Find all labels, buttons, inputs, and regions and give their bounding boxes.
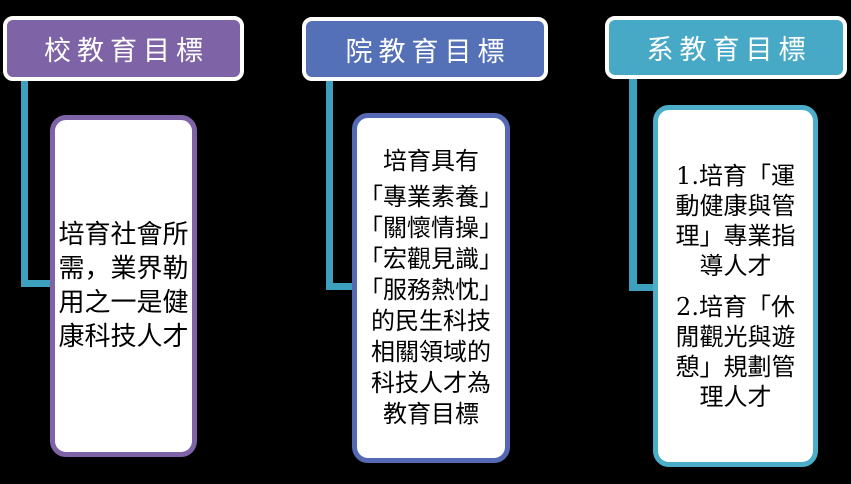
school-connector-horizontal-segment: [21, 280, 53, 287]
body-text-line: 培育具有: [383, 147, 479, 175]
body-text-line: 「關懷情操」: [359, 214, 503, 242]
department-header-box: 系教育目標: [605, 16, 847, 79]
body-text-line: 理人才: [699, 382, 772, 411]
body-text-line: 需，業界勒: [58, 254, 189, 284]
body-text-line: 「服務熱忱」: [359, 276, 503, 304]
school-body-box: 培育社會所 需，業界勒 用之一是健 康科技人才: [50, 115, 197, 457]
body-text-line: 2.培育「休: [676, 292, 795, 321]
body-text-line: 憩」規劃管: [675, 352, 796, 381]
body-text-line: 相關領域的: [371, 338, 491, 366]
body-text-line: 動健康與管: [675, 191, 796, 220]
body-text-line: 1.培育「運: [676, 161, 795, 190]
school-header-label: 校教育目標: [44, 36, 209, 67]
body-text-line: 培育社會所: [58, 220, 189, 250]
school-header-box: 校教育目標: [3, 16, 244, 81]
college-connector-horizontal-segment: [326, 283, 355, 290]
body-text-line: 科技人才為: [371, 369, 491, 397]
body-text-line: 的民生科技: [371, 307, 491, 335]
college-header-label: 院教育目標: [345, 36, 511, 68]
department-header-label: 系教育目標: [646, 35, 812, 66]
body-text-line: 閒觀光與遊: [675, 322, 796, 351]
college-connector-vertical-segment: [326, 81, 333, 290]
body-text-line: 教育目標: [383, 400, 479, 428]
college-body-box: 培育具有 「專業素養」 「關懷情操」 「宏觀見識」 「服務熱忱」 的民生科技 相…: [352, 113, 510, 463]
body-text-line: 導人才: [699, 251, 772, 280]
body-text-line: 康科技人才: [58, 322, 189, 352]
college-header-box: 院教育目標: [302, 17, 548, 81]
body-text-line: 理」專業指: [675, 221, 796, 250]
body-text-line: 「宏觀見識」: [359, 245, 503, 273]
department-connector-vertical-segment: [629, 79, 637, 291]
body-text-line: 用之一是健: [58, 288, 189, 318]
body-text-line: 「專業素養」: [359, 183, 503, 211]
department-body-box: 1.培育「運 動健康與管 理」專業指 導人才 2.培育「休 閒觀光與遊 憩」規劃…: [653, 105, 818, 467]
department-connector-horizontal-segment: [629, 284, 656, 291]
school-connector-vertical-segment: [21, 81, 28, 287]
